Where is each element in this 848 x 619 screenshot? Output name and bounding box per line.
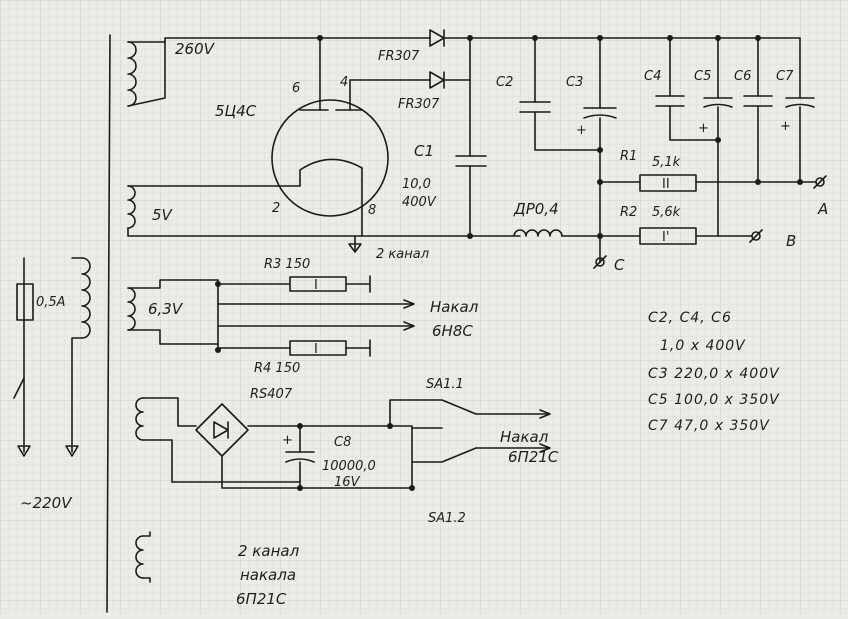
label-220v: ~220V — [20, 494, 73, 512]
fuse-05a — [16, 283, 34, 321]
label-6v3: 6,3V — [148, 300, 184, 318]
legend-line-3: C3 220,0 x 400V — [648, 366, 780, 382]
label-r1-name: R1 — [620, 149, 637, 164]
label-c8: C8 — [334, 435, 351, 450]
capacitor-c1 — [455, 79, 487, 237]
transformer-core — [106, 34, 111, 613]
choke-dr04 — [513, 229, 601, 237]
label-2-channel: 2 канал — [376, 247, 429, 262]
label-r4: R4 150 — [254, 361, 300, 376]
legend-line-4: C5 100,0 x 350V — [648, 392, 780, 408]
label-output-a: A — [817, 200, 828, 218]
svg-text:I': I' — [662, 230, 669, 245]
label-fr307-1: FR307 — [378, 49, 420, 64]
label-pin-8: 8 — [368, 203, 376, 218]
label-c1: C1 — [414, 142, 434, 160]
label-sa12: SA1.2 — [428, 511, 466, 526]
legend-line-5: C7 47,0 x 350V — [648, 418, 770, 434]
label-r3: R3 150 — [264, 257, 310, 272]
legend-line-1: C2, C4, C6 — [648, 310, 732, 326]
label-sa11: SA1.1 — [426, 377, 464, 392]
label-r2-name: R2 — [620, 205, 637, 220]
capacitor-c8: + — [282, 425, 315, 489]
svg-text:+: + — [576, 123, 587, 138]
legend-line-2: 1,0 x 400V — [660, 338, 746, 354]
capacitor-c5: + — [698, 37, 733, 237]
label-second-heater-1: 2 канал — [238, 542, 300, 560]
winding-second-heater — [135, 535, 144, 579]
label-c5: C5 — [694, 69, 711, 84]
label-bridge: RS407 — [250, 387, 293, 402]
svg-text:+: + — [282, 433, 293, 448]
winding-primary — [81, 257, 91, 339]
label-c6: C6 — [734, 69, 751, 84]
label-output-b: B — [786, 232, 796, 250]
label-tube-type: 5Ц4С — [215, 102, 257, 120]
label-second-heater-2: накала — [240, 566, 296, 584]
label-pin-4: 4 — [340, 75, 348, 90]
svg-text:I: I — [314, 342, 318, 357]
winding-5v — [127, 185, 136, 229]
capacitor-c4 — [655, 37, 719, 141]
label-c8-value-1: 10000,0 — [322, 459, 376, 474]
capacitor-c7: + — [780, 37, 815, 183]
label-c1-value-2: 400V — [402, 195, 437, 210]
label-heater-6p21s-2: 6П21С — [508, 448, 559, 466]
label-pin-6: 6 — [292, 81, 300, 96]
label-fr307-2: FR307 — [398, 97, 440, 112]
label-dr04: ДР0,4 — [513, 200, 559, 218]
label-heater-6n8s-2: 6Н8С — [432, 322, 473, 340]
capacitor-legend: C2, C4, C6 1,0 x 400V C3 220,0 x 400V C5… — [648, 310, 780, 434]
capacitor-c6 — [743, 37, 773, 183]
svg-text:+: + — [780, 119, 791, 134]
label-heater-6n8s-1: Накал — [430, 298, 479, 316]
label-5v: 5V — [152, 206, 174, 224]
label-c4: C4 — [644, 69, 661, 84]
svg-text:II: II — [662, 177, 670, 192]
label-r1-value: 5,1k — [652, 155, 681, 170]
winding-bridge — [135, 397, 144, 441]
label-c7: C7 — [776, 69, 794, 84]
label-c2: C2 — [496, 75, 513, 90]
label-second-heater-3: 6П21С — [236, 590, 287, 608]
label-pin-2: 2 — [272, 201, 280, 216]
resistor-r1 — [639, 174, 697, 192]
label-c1-value-1: 10,0 — [402, 177, 431, 192]
winding-260v — [127, 41, 137, 107]
capacitor-c2 — [519, 37, 601, 151]
label-output-c: C — [614, 256, 625, 274]
tube-5c4s — [271, 79, 389, 217]
label-heater-6p21s-1: Накал — [500, 428, 549, 446]
svg-text:+: + — [698, 121, 709, 136]
winding-6v3 — [127, 287, 136, 331]
label-260v: 260V — [175, 40, 216, 58]
label-fuse: 0,5A — [36, 295, 66, 310]
svg-text:I: I — [314, 278, 318, 293]
label-c3: C3 — [566, 75, 583, 90]
label-r2-value: 5,6k — [652, 205, 681, 220]
label-c8-value-2: 16V — [334, 475, 361, 490]
